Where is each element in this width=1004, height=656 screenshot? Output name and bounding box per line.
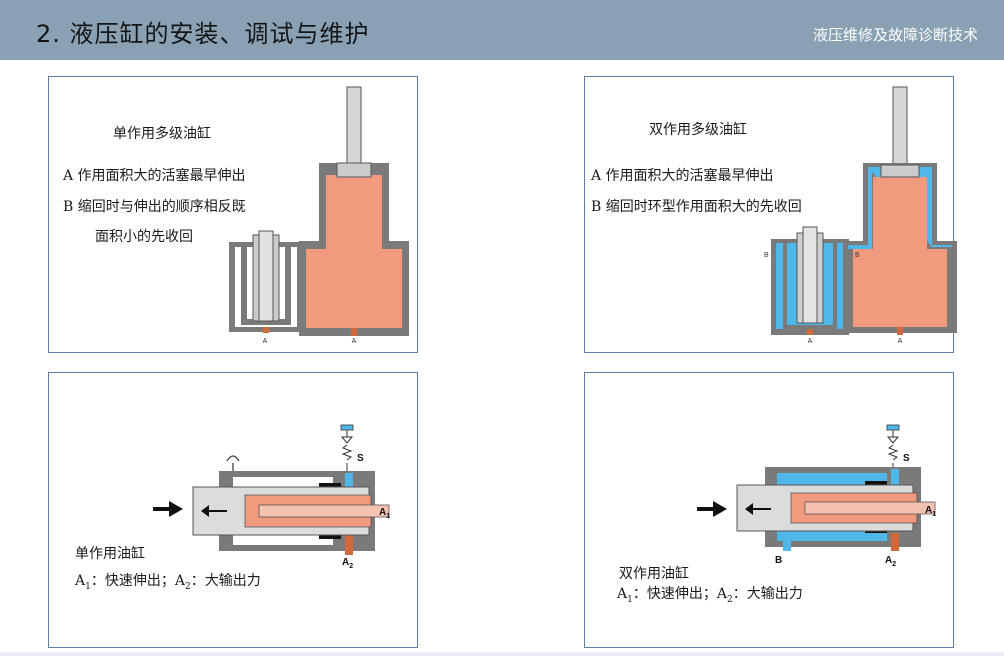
- label-port-b-right: B: [855, 252, 860, 259]
- retracted-cylinder: [771, 226, 849, 335]
- panel-double-acting-multistage: 双作用多级油缸 A 作用面积大的活塞最早伸出 B 缩回时环型作用面积大的先收回 …: [584, 76, 957, 353]
- label-port-a-left: A: [263, 338, 268, 345]
- label-port-a-left: A: [808, 338, 813, 345]
- slide-header: 2. 液压缸的安装、调试与维护 液压维修及故障诊断技术: [0, 0, 1004, 60]
- panel-double-acting-cylinder: S A1 A2 B 双作用油缸 A1：快速伸出；A2：大输出力: [584, 372, 954, 648]
- description-line-a: A 作用面积大的活塞最早伸出: [63, 168, 246, 184]
- slide-subtitle: 液压维修及故障诊断技术: [812, 26, 978, 44]
- panel-single-acting-multistage: 单作用多级油缸 A 作用面积大的活塞最早伸出 B 缩回时与伸出的顺序相反既 面积…: [48, 76, 418, 353]
- description-line-a: A 作用面积大的活塞最早伸出: [591, 168, 774, 184]
- label-s: S: [903, 453, 910, 464]
- label-port-a-right: A: [898, 338, 903, 345]
- double-acting-cylinder-diagram: S A1 A2 B: [697, 424, 936, 568]
- retracted-cylinder: [229, 230, 303, 333]
- check-valve-icon: [340, 424, 354, 473]
- label-a2: A2: [885, 555, 896, 568]
- panel-single-acting-cylinder: S A1 A2 单作用油缸 A1：快速伸出；A2：大输出力: [48, 372, 418, 648]
- panel-heading: 双作用多级油缸: [649, 122, 747, 138]
- description-line-b: B 缩回时环型作用面积大的先收回: [591, 199, 802, 215]
- label-b: B: [775, 555, 782, 566]
- force-arrow-icon: [169, 501, 183, 517]
- description-line-b-cont: 面积小的先收回: [95, 229, 193, 245]
- label-port-b-left: B: [764, 252, 769, 259]
- label-a2: A2: [342, 557, 353, 570]
- force-arrow-icon: [713, 501, 727, 517]
- slide-title: 2. 液压缸的安装、调试与维护: [36, 20, 370, 48]
- label-port-a-right: A: [352, 338, 357, 345]
- multistage-cylinder-diagram: A A: [229, 86, 409, 345]
- check-valve-icon: [886, 424, 900, 469]
- panel-caption: 单作用油缸: [75, 546, 145, 562]
- panel-heading: 单作用多级油缸: [113, 126, 211, 142]
- label-s: S: [357, 453, 364, 464]
- footer-divider: [0, 652, 1004, 656]
- panel-caption: 双作用油缸: [619, 566, 689, 582]
- double-acting-multistage-diagram: B A B A: [764, 86, 957, 345]
- label-a1: A1: [379, 507, 390, 520]
- formula-line: A1：快速伸出；A2：大输出力: [75, 573, 261, 592]
- extended-cylinder: [299, 86, 409, 336]
- label-a1: A1: [925, 505, 936, 518]
- extended-cylinder: [843, 86, 957, 335]
- single-acting-cylinder-diagram: S A1 A2: [153, 424, 390, 570]
- formula-line: A1：快速伸出；A2：大输出力: [617, 586, 803, 605]
- description-line-b: B 缩回时与伸出的顺序相反既: [63, 199, 246, 215]
